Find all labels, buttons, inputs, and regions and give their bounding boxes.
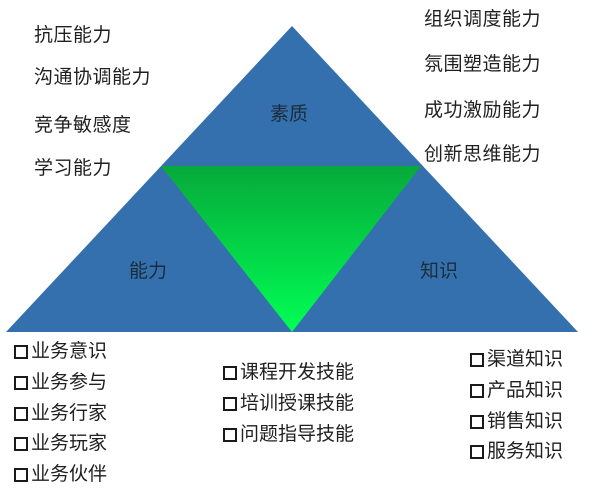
checklist-item: 销售知识 [470,412,563,431]
checkbox-icon[interactable] [470,352,484,367]
checklist-label: 业务参与 [31,371,108,393]
checkbox-icon[interactable] [470,414,484,429]
left-list-item: 学习能力 [34,157,113,179]
checkbox-icon[interactable] [223,396,237,411]
checklist-label: 培训授课技能 [240,392,355,414]
checkbox-icon[interactable] [14,436,28,451]
right-list-item: 创新思维能力 [424,143,542,165]
checklist-label: 业务行家 [31,402,108,424]
checklist-label: 业务意识 [31,340,108,362]
left-list-item: 抗压能力 [34,24,113,46]
checklist-item: 业务行家 [14,404,107,423]
inner-triangle [161,166,421,332]
checklist-item: 业务意识 [14,342,107,361]
checklist-item: 培训授课技能 [223,394,354,413]
checklist-label: 渠道知识 [487,348,564,370]
checklist-item: 业务伙伴 [14,465,107,484]
section-label-right: 知识 [420,260,459,282]
section-label-top: 素质 [270,103,309,125]
checkbox-icon[interactable] [470,383,484,398]
checklist-item: 业务玩家 [14,434,107,453]
checklist-item: 课程开发技能 [223,363,354,382]
checklist-label: 服务知识 [487,440,564,462]
checklist-label: 产品知识 [487,379,564,401]
section-label-left: 能力 [129,260,168,282]
checklist-label: 销售知识 [487,410,564,432]
checkbox-icon[interactable] [14,344,28,359]
checkbox-icon[interactable] [223,365,237,380]
right-list-item: 成功激励能力 [424,99,542,121]
checkbox-icon[interactable] [14,375,28,390]
checklist-label: 课程开发技能 [240,361,355,383]
checklist-label: 业务伙伴 [31,463,108,485]
checklist-item: 产品知识 [470,381,563,400]
left-list-item: 沟通协调能力 [34,66,152,88]
checklist-item: 渠道知识 [470,350,563,369]
left-list-item: 竞争敏感度 [34,114,132,136]
right-list-item: 组织调度能力 [424,8,542,30]
checklist-label: 问题指导技能 [240,423,355,445]
checkbox-icon[interactable] [14,406,28,421]
checkbox-icon[interactable] [470,444,484,459]
checklist-item: 问题指导技能 [223,425,354,444]
checklist-item: 业务参与 [14,373,107,392]
checklist-item: 服务知识 [470,442,563,461]
checkbox-icon[interactable] [14,467,28,482]
checklist-label: 业务玩家 [31,432,108,454]
checkbox-icon[interactable] [223,427,237,442]
right-list-item: 氛围塑造能力 [424,53,542,75]
